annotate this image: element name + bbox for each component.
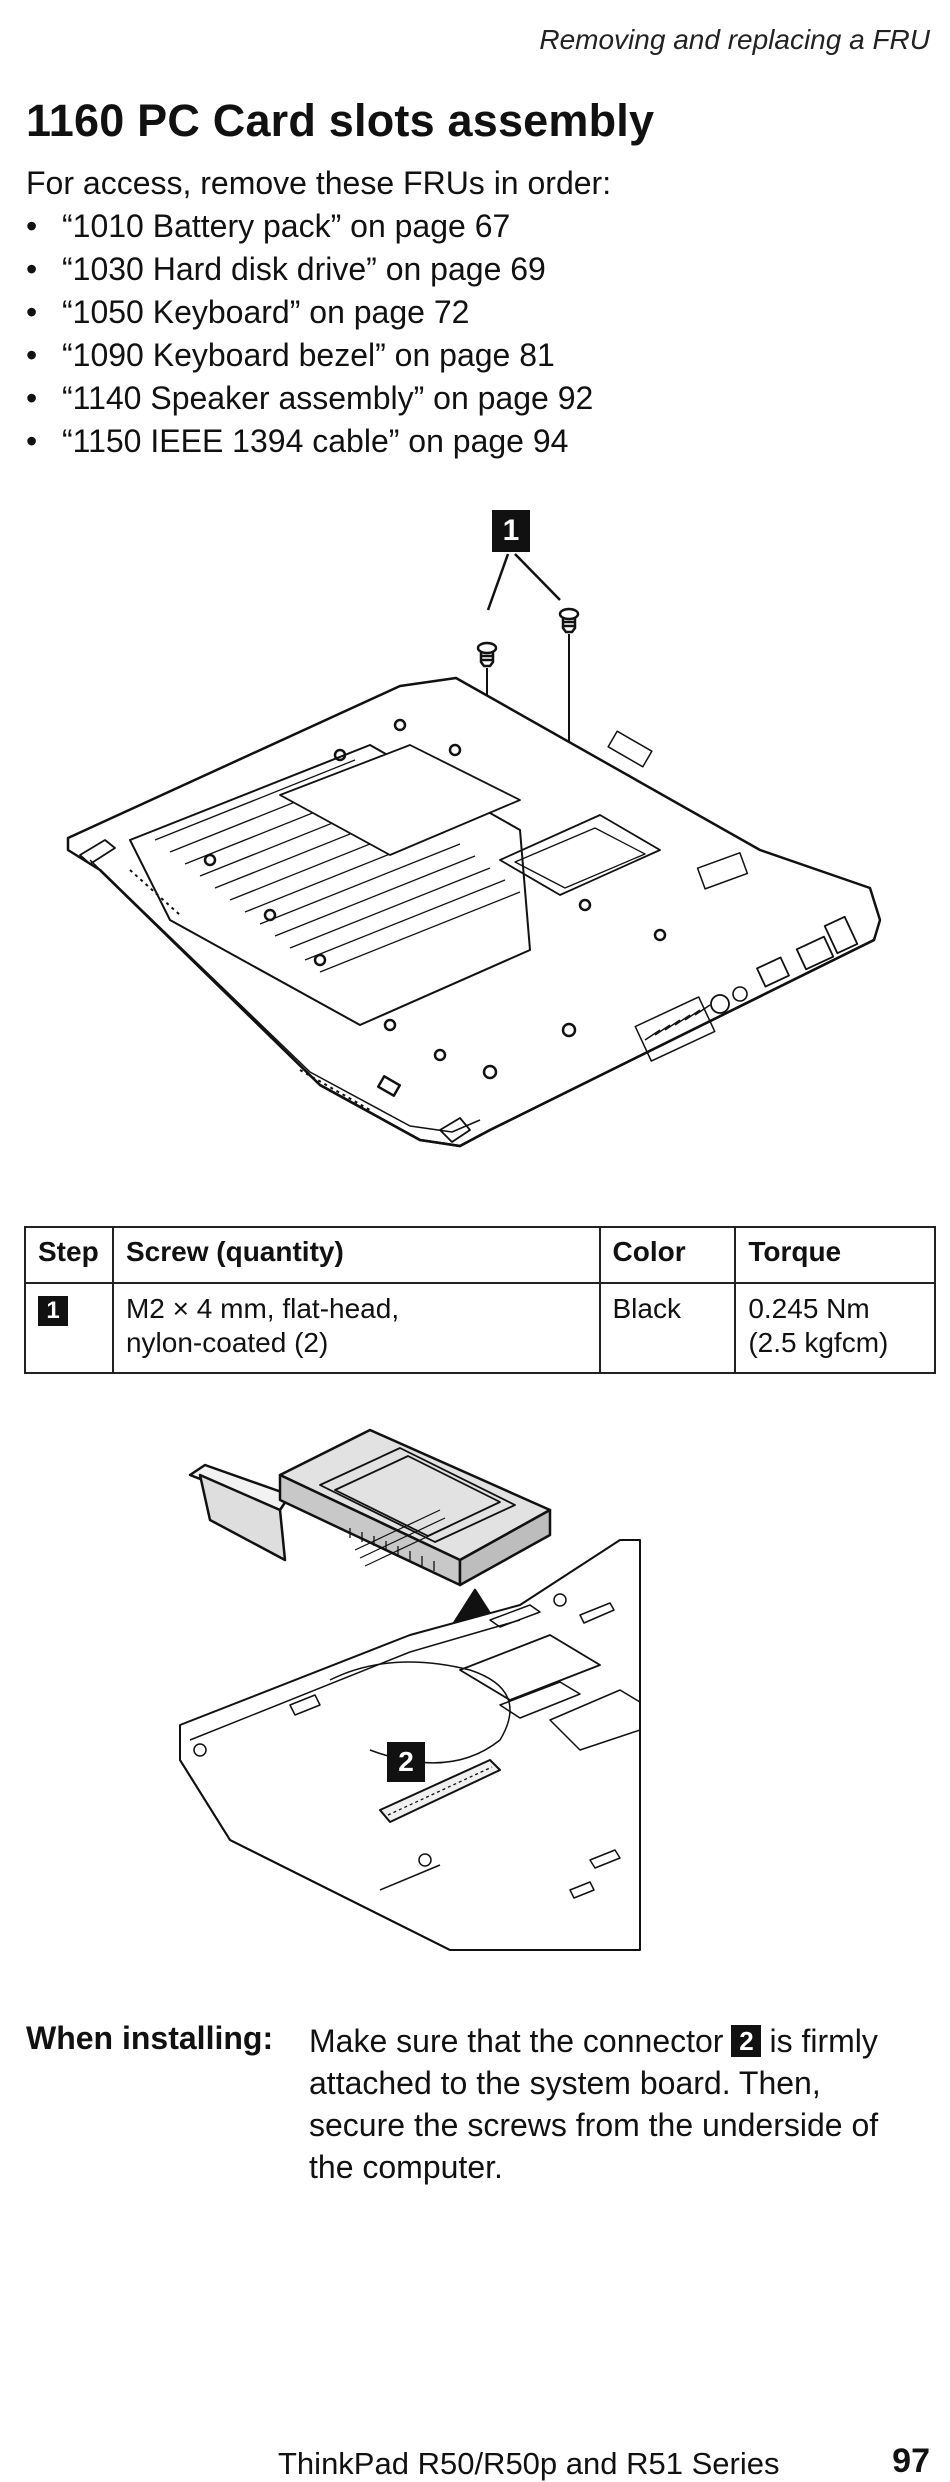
laptop-underside-illustration [66,553,882,1148]
list-item[interactable]: “1090 Keyboard bezel” on page 81 [26,334,593,377]
torque-line-1: 0.245 Nm [748,1293,870,1324]
cell-step: 1 [24,1282,114,1374]
callout-1: 1 [492,510,530,552]
list-item[interactable]: “1030 Hard disk drive” on page 69 [26,248,593,291]
running-head: Removing and replacing a FRU [539,24,930,55]
footer-series: ThinkPad R50/R50p and R51 Series [278,2446,780,2481]
cell-screw: M2 × 4 mm, flat-head,nylon-coated (2) [111,1282,601,1374]
figure-underside-screws: 1 [60,510,890,1170]
list-item[interactable]: “1140 Speaker assembly” on page 92 [26,377,593,420]
installing-text-before: Make sure that the connector [309,2023,724,2059]
screw-line-2: nylon-coated (2) [125,1327,329,1358]
cell-torque: 0.245 Nm(2.5 kgfcm) [734,1282,936,1374]
header-step: Step [24,1226,114,1284]
prerequisite-list: “1010 Battery pack” on page 67 “1030 Har… [26,205,593,463]
screw-icon [476,641,498,668]
header-color: Color [598,1226,737,1284]
screw-table: Step Screw (quantity) Color Torque 1 M2 … [24,1226,936,1374]
inline-callout-2: 2 [731,2025,762,2057]
cell-color: Black [598,1282,737,1374]
table-row: 1 M2 × 4 mm, flat-head,nylon-coated (2) … [24,1282,936,1374]
screw-line-1: M2 × 4 mm, flat-head, [125,1293,400,1324]
screw-icon [558,607,580,634]
header-screw: Screw (quantity) [111,1226,601,1284]
card-slot-illustration [179,1428,641,1951]
page-title: 1160 PC Card slots assembly [26,95,655,146]
header-torque: Torque [734,1226,936,1284]
figure-card-slot-removal: 2 [170,1420,770,1960]
step-callout: 1 [38,1296,68,1326]
list-item[interactable]: “1050 Keyboard” on page 72 [26,291,593,334]
table-header-row: Step Screw (quantity) Color Torque [24,1226,936,1284]
installing-text-after: is firmly attached to the system board. … [309,2023,879,2185]
torque-line-2: (2.5 kgfcm) [748,1327,889,1358]
installing-label: When installing: [26,2020,274,2056]
callout-2: 2 [387,1742,425,1782]
page-number: 97 [892,2442,930,2480]
list-item[interactable]: “1150 IEEE 1394 cable” on page 94 [26,420,593,463]
list-item[interactable]: “1010 Battery pack” on page 67 [26,205,593,248]
intro-text: For access, remove these FRUs in order: [26,165,612,201]
